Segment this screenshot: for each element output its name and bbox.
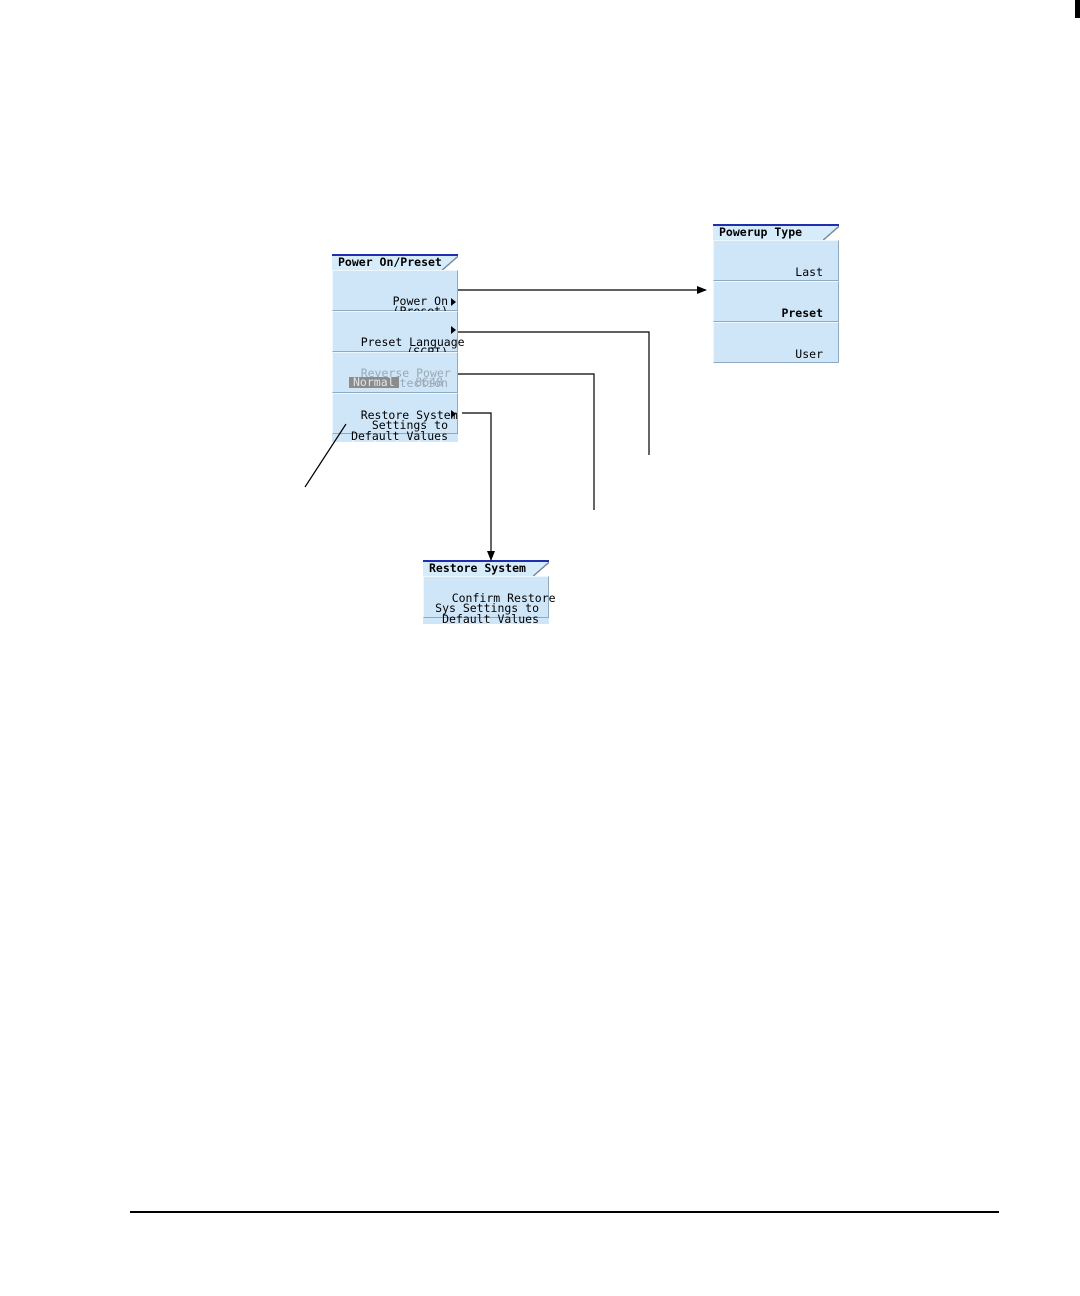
key-label: Reverse Power Protection xyxy=(360,365,451,390)
leader-restore-callout xyxy=(304,423,347,488)
power-on-preset-menu: Power On/Preset Power On (Preset) Preset… xyxy=(332,254,465,442)
menu-title-text: Restore System xyxy=(429,561,526,575)
page-top-rule xyxy=(1075,0,1080,18)
leader-reverse-power-protection xyxy=(458,373,595,510)
submenu-arrow-icon xyxy=(451,410,456,418)
reverse-power-protection-key[interactable]: Reverse Power Protection Normal 8648 xyxy=(332,352,458,393)
key-label: Preset xyxy=(781,305,823,320)
restore-system-settings-key[interactable]: Restore System Settings to Default Value… xyxy=(332,393,458,441)
submenu-arrow-icon xyxy=(451,326,456,334)
key-label: User xyxy=(795,346,823,361)
title-notch xyxy=(823,226,839,240)
confirm-restore-key[interactable]: Confirm Restore Sys Settings to Default … xyxy=(423,576,556,624)
powerup-user-key[interactable]: User xyxy=(713,322,839,363)
menu-title: Restore System xyxy=(423,560,549,576)
title-notch xyxy=(442,256,458,270)
option-8648: 8648 xyxy=(415,375,443,389)
arrow-restore-to-restore-system xyxy=(462,412,495,561)
menu-bottom-stub xyxy=(423,618,549,624)
menu-title-text: Power On/Preset xyxy=(338,255,442,269)
powerup-type-menu: Powerup Type Last Preset User xyxy=(713,224,839,363)
option-normal: Normal xyxy=(349,376,399,388)
title-notch xyxy=(533,562,549,576)
key-label: Restore System Settings to Default Value… xyxy=(351,407,458,443)
menu-bottom-stub xyxy=(332,434,458,442)
menu-title: Power On/Preset xyxy=(332,254,458,270)
powerup-preset-key[interactable]: Preset xyxy=(713,281,839,322)
menu-title: Powerup Type xyxy=(713,224,839,240)
menu-title-text: Powerup Type xyxy=(719,225,803,239)
powerup-last-key[interactable]: Last xyxy=(713,240,839,281)
key-label: Confirm Restore Sys Settings to Default … xyxy=(435,590,556,626)
leader-preset-language xyxy=(458,331,650,455)
submenu-arrow-icon xyxy=(451,298,456,306)
key-label: Last xyxy=(795,264,823,279)
page-bottom-rule xyxy=(130,1211,999,1213)
restore-system-menu: Restore System Confirm Restore Sys Setti… xyxy=(423,560,556,624)
